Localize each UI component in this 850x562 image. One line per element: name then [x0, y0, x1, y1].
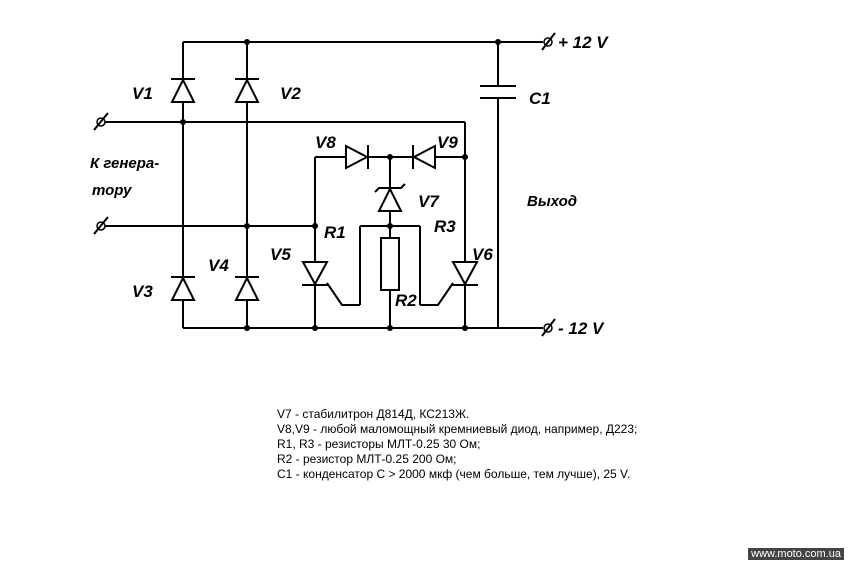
label-v1: V1 — [132, 84, 153, 103]
zener-diode-v7 — [374, 183, 406, 212]
junction-nodes — [180, 39, 501, 331]
label-v2: V2 — [280, 84, 301, 103]
label-plus-12v: + 12 V — [558, 33, 609, 52]
terminal-generator-1 — [93, 112, 109, 131]
terminal-generator-2 — [93, 216, 109, 235]
thyristor-v6 — [451, 261, 479, 287]
label-v5: V5 — [270, 245, 291, 264]
label-v7: V7 — [418, 192, 440, 211]
label-r1: R1 — [324, 223, 346, 242]
label-generator-line2: тору — [92, 182, 132, 199]
label-output: Выход — [527, 193, 577, 210]
label-v9: V9 — [437, 133, 458, 152]
thyristor-v5 — [301, 261, 329, 287]
component-legend: V7 - стабилитрон Д814Д, КС213Ж. V8,V9 - … — [277, 407, 637, 482]
legend-line: C1 - конденсатор С > 2000 мкф (чем больш… — [277, 467, 631, 481]
diode-v4 — [234, 275, 260, 301]
label-generator-line1: К генера- — [90, 155, 159, 172]
capacitor-c1 — [480, 85, 516, 99]
label-v4: V4 — [208, 256, 229, 275]
label-v6: V6 — [472, 245, 493, 264]
label-v8: V8 — [315, 133, 336, 152]
label-c1: C1 — [529, 89, 551, 108]
label-minus-12v: - 12 V — [558, 319, 605, 338]
legend-line: R1, R3 - резисторы МЛТ-0.25 30 Ом; — [277, 437, 481, 451]
legend-line: V7 - стабилитрон Д814Д, КС213Ж. — [277, 407, 470, 421]
diode-v8 — [345, 144, 370, 170]
legend-line: R2 - резистор МЛТ-0.25 200 Ом; — [277, 452, 457, 466]
resistor-r2 — [380, 237, 400, 291]
source-watermark: www.moto.com.ua — [748, 548, 844, 560]
diode-v3 — [170, 275, 196, 301]
diode-v9 — [411, 144, 436, 170]
label-v3: V3 — [132, 282, 153, 301]
legend-line: V8,V9 - любой маломощный кремниевый диод… — [277, 422, 638, 436]
terminal-plus-12v — [541, 32, 556, 51]
diode-v1 — [170, 77, 196, 103]
label-r2: R2 — [395, 291, 417, 310]
label-r3: R3 — [434, 217, 456, 236]
diode-v2 — [234, 77, 260, 103]
terminal-minus-12v — [541, 318, 556, 337]
